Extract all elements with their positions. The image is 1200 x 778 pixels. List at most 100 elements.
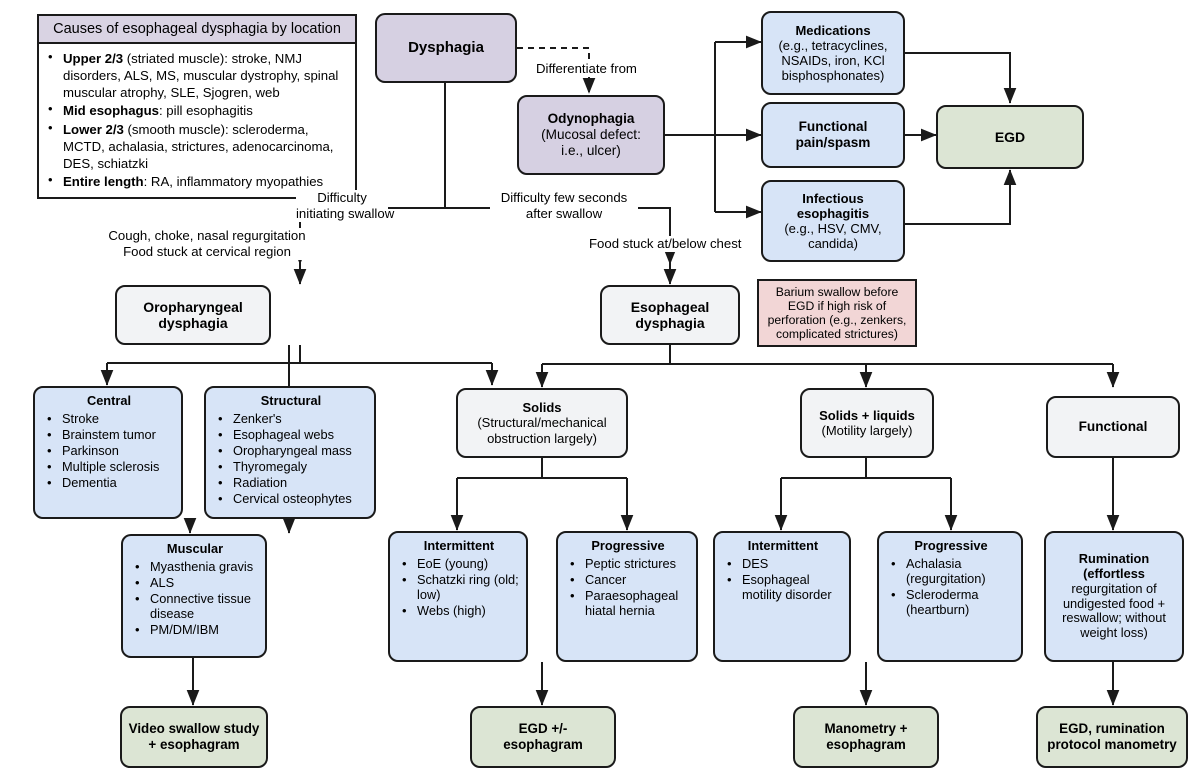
list-item: Achalasia (regurgitation): [889, 556, 1015, 587]
node-title: Medications: [795, 22, 871, 38]
list-item: Paraesophageal hiatal hernia: [568, 588, 690, 619]
node-line-2: + esophagram: [148, 737, 240, 752]
list-item: ALS: [133, 575, 259, 591]
node-subtitle-1: regurgitation of: [1071, 580, 1157, 596]
node-title: Functional: [798, 119, 868, 135]
node-title-2: dysphagia: [158, 315, 228, 331]
node-subtitle-1: (Motility largely): [821, 423, 913, 438]
node-title: Odynophagia: [547, 111, 635, 127]
list-item: Zenker's: [216, 411, 368, 427]
node-muscular[interactable]: Muscular Myasthenia gravis ALS Connectiv…: [121, 534, 267, 658]
node-video-swallow-study[interactable]: Video swallow study + esophagram: [120, 706, 268, 768]
list-item: Webs (high): [400, 603, 520, 619]
node-subtitle-2: candida): [808, 236, 858, 252]
node-central[interactable]: Central Stroke Brainstem tumor Parkinson…: [33, 386, 183, 519]
edge-label-differentiate-from: Differentiate from: [536, 61, 637, 78]
node-oropharyngeal-dysphagia[interactable]: Oropharyngeal dysphagia: [115, 285, 271, 345]
list-item: Oropharyngeal mass: [216, 443, 368, 459]
legend-body: Upper 2/3 (striated muscle): stroke, NMJ…: [39, 44, 355, 197]
node-item-list: Achalasia (regurgitation) Scleroderma (h…: [887, 556, 1015, 619]
node-title: Infectious: [802, 190, 864, 206]
node-item-list: Zenker's Esophageal webs Oropharyngeal m…: [214, 411, 368, 508]
node-intermittent-motility[interactable]: Intermittent DES Esophageal motility dis…: [713, 531, 851, 662]
node-subtitle-1: (e.g., tetracyclines,: [778, 37, 888, 53]
node-functional-pain-spasm[interactable]: Functional pain/spasm: [761, 102, 905, 168]
node-line-2: esophagram: [826, 737, 906, 752]
legend-item: Upper 2/3 (striated muscle): stroke, NMJ…: [44, 49, 348, 101]
legend-text: (striated muscle): stroke, NMJ disorders…: [63, 51, 339, 101]
edge-label-cough-choke: Cough, choke, nasal regurgitation Food s…: [92, 228, 322, 261]
node-infectious-esophagitis[interactable]: Infectious esophagitis (e.g., HSV, CMV, …: [761, 180, 905, 262]
edge-label-line-1: Difficulty few seconds: [500, 190, 628, 205]
node-line-1: Manometry +: [824, 721, 908, 737]
node-manometry-esophagram[interactable]: Manometry + esophagram: [793, 706, 939, 768]
node-line-1: EGD, rumination: [1059, 721, 1165, 737]
edge-label-line-2: initiating swallow: [296, 206, 395, 222]
node-title: Central: [86, 393, 132, 408]
node-line-1: EGD +/-: [518, 721, 568, 737]
node-egd-esophagram[interactable]: EGD +/- esophagram: [470, 706, 616, 768]
node-intermittent-solids[interactable]: Intermittent EoE (young) Schatzki ring (…: [388, 531, 528, 662]
legend-term: Lower 2/3: [63, 121, 124, 137]
node-item-list: EoE (young) Schatzki ring (old; low) Web…: [398, 556, 520, 620]
edge-label-line-1: Difficulty: [317, 190, 367, 205]
node-solids[interactable]: Solids (Structural/mechanical obstructio…: [456, 388, 628, 458]
legend-item: Mid esophagus: pill esophagitis: [44, 101, 348, 119]
node-item-list: Myasthenia gravis ALS Connective tissue …: [131, 559, 259, 639]
node-dysphagia[interactable]: Dysphagia: [375, 13, 517, 83]
list-item: Radiation: [216, 475, 368, 491]
node-title-2: (effortless: [1083, 565, 1145, 581]
list-item: Brainstem tumor: [45, 427, 175, 443]
edge-label-line-2: after swallow: [525, 206, 603, 222]
node-item-list: Peptic strictures Cancer Paraesophageal …: [566, 556, 690, 620]
legend-term: Entire length: [63, 174, 144, 190]
edge-label-difficulty-after-swallow: Difficulty few seconds after swallow: [490, 190, 638, 223]
node-item-list: DES Esophageal motility disorder: [723, 556, 843, 604]
list-item: EoE (young): [400, 556, 520, 572]
node-title: Progressive: [914, 538, 988, 553]
legend-term: Mid esophagus: [63, 103, 159, 119]
node-title: Rumination: [1078, 550, 1150, 566]
node-solids-liquids[interactable]: Solids + liquids (Motility largely): [800, 388, 934, 458]
note-line-1: Barium swallow before: [775, 284, 899, 299]
note-line-2: EGD if high risk of: [787, 298, 887, 313]
node-progressive-solids[interactable]: Progressive Peptic strictures Cancer Par…: [556, 531, 698, 662]
node-line-2: esophagram: [503, 737, 583, 752]
node-title: Oropharyngeal: [143, 298, 243, 315]
list-item: Scleroderma (heartburn): [889, 587, 1015, 618]
list-item: Connective tissue disease: [133, 591, 259, 622]
list-item: Esophageal webs: [216, 427, 368, 443]
list-item: PM/DM/IBM: [133, 622, 259, 638]
note-line-3: perforation (e.g., zenkers,: [767, 313, 907, 327]
legend-text: : RA, inflammatory myopathies: [143, 174, 324, 190]
list-item: Cervical osteophytes: [216, 491, 368, 507]
legend-item: Lower 2/3 (smooth muscle): scleroderma, …: [44, 120, 348, 172]
node-subtitle-3: reswallow; without: [1062, 610, 1166, 626]
legend-text: (smooth muscle): scleroderma, MCTD, acha…: [63, 121, 334, 171]
node-progressive-motility[interactable]: Progressive Achalasia (regurgitation) Sc…: [877, 531, 1023, 662]
edge-label-food-stuck-chest: Food stuck at/below chest: [589, 236, 742, 253]
note-barium-swallow: Barium swallow before EGD if high risk o…: [757, 279, 917, 347]
list-item: Myasthenia gravis: [133, 559, 259, 575]
edge-label-line-1: Cough, choke, nasal regurgitation: [108, 228, 306, 243]
node-title: Intermittent: [747, 538, 819, 553]
node-functional[interactable]: Functional: [1046, 396, 1180, 458]
list-item: Cancer: [568, 572, 690, 588]
node-subtitle-2: i.e., ulcer): [561, 142, 621, 158]
node-subtitle-1: (Mucosal defect:: [541, 127, 641, 143]
list-item: Dementia: [45, 475, 175, 491]
node-medications[interactable]: Medications (e.g., tetracyclines, NSAIDs…: [761, 11, 905, 95]
node-rumination[interactable]: Rumination (effortless regurgitation of …: [1044, 531, 1184, 662]
node-egd-rumination-protocol[interactable]: EGD, rumination protocol manometry: [1036, 706, 1188, 768]
node-esophageal-dysphagia[interactable]: Esophageal dysphagia: [600, 285, 740, 345]
legend-box: Causes of esophageal dysphagia by locati…: [37, 14, 357, 200]
node-line-1: Video swallow study: [128, 721, 260, 737]
node-odynophagia[interactable]: Odynophagia (Mucosal defect: i.e., ulcer…: [517, 95, 665, 175]
node-egd-top[interactable]: EGD: [936, 105, 1084, 169]
node-line-2: protocol manometry: [1047, 737, 1177, 752]
list-item: Peptic strictures: [568, 556, 690, 572]
node-title: Solids + liquids: [819, 407, 915, 423]
node-title: Dysphagia: [408, 39, 484, 57]
node-structural[interactable]: Structural Zenker's Esophageal webs Orop…: [204, 386, 376, 519]
